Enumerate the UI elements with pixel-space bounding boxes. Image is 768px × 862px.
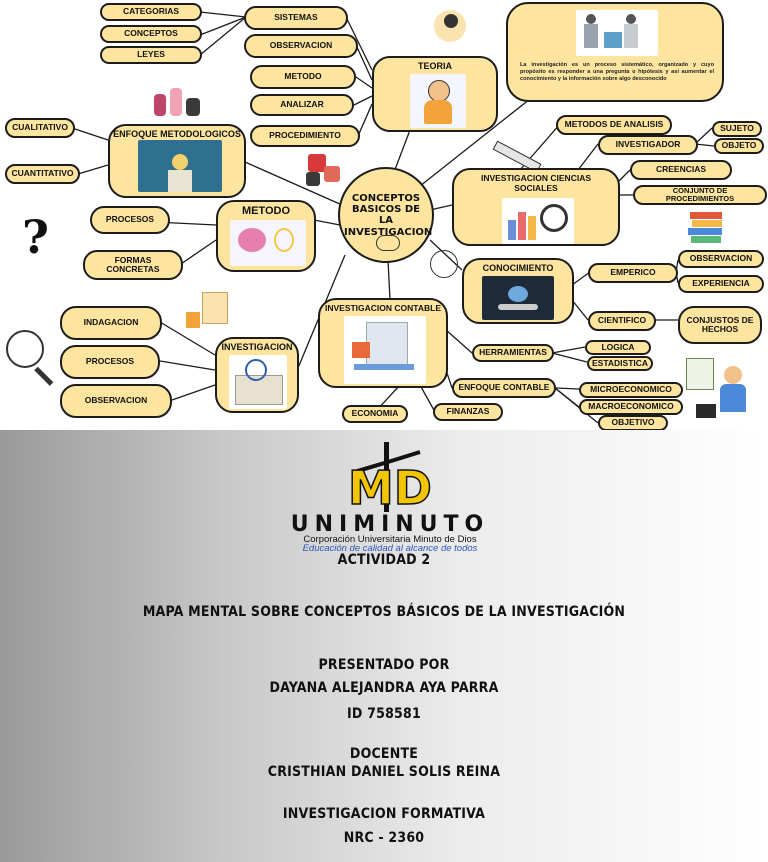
logica-node: LOGICA bbox=[585, 340, 651, 355]
procesos-metodo-node: PROCESOS bbox=[90, 206, 170, 234]
conocimiento-title: CONOCIMIENTO bbox=[482, 263, 554, 273]
magnifier-icon bbox=[6, 330, 44, 368]
metodo-title: METODO bbox=[241, 205, 291, 217]
uniminuto-logo: MD bbox=[347, 442, 433, 516]
cientifico-node: CIENTIFICO bbox=[588, 311, 656, 331]
spreadsheet-person-image bbox=[684, 356, 760, 426]
objetivo-node: OBJETIVO bbox=[598, 415, 668, 430]
center-node: CONCEPTOS BASICOS DE LA INVESTIGACION bbox=[338, 167, 434, 263]
observacion-investigacion-node: OBSERVACION bbox=[60, 384, 172, 418]
ics-node: INVESTIGACION CIENCIAS SOCIALES bbox=[452, 168, 620, 246]
definition-illustration bbox=[576, 10, 658, 56]
sujeto-node: SUJETO bbox=[712, 121, 762, 137]
lightbulb-icon bbox=[430, 250, 458, 278]
leyes-node: LEYES bbox=[100, 46, 202, 64]
logo-letters: MD bbox=[348, 461, 432, 515]
observacion-conocimiento-node: OBSERVACION bbox=[678, 250, 764, 268]
investigacion-illustration bbox=[229, 355, 287, 409]
finanzas-node: FINANZAS bbox=[433, 403, 503, 421]
conocimiento-node: CONOCIMIENTO bbox=[462, 258, 574, 324]
student-id: ID 758581 bbox=[347, 706, 421, 722]
corp-name: Corporación Universitaria Minuto de Dios bbox=[303, 534, 477, 545]
brain-icon bbox=[376, 235, 400, 251]
emperico-node: EMPERICO bbox=[588, 263, 678, 283]
mapa-title: MAPA MENTAL SOBRE CONCEPTOS BÁSICOS DE L… bbox=[142, 604, 626, 620]
metodo-illustration bbox=[230, 220, 306, 266]
ics-illustration bbox=[502, 198, 574, 244]
procedimiento-node: PROCEDIMIENTO bbox=[250, 125, 360, 147]
investigacion-node: INVESTIGACION bbox=[215, 337, 299, 413]
contable-node: INVESTIGACION CONTABLE bbox=[318, 298, 448, 388]
conceptos-node: CONCEPTOS bbox=[100, 25, 202, 43]
definition-text: La investigación es un proceso sistemáti… bbox=[520, 62, 714, 82]
mind-map: CATEGORIAS CONCEPTOS LEYES SISTEMAS OBSE… bbox=[0, 0, 768, 430]
cover-footer: MD UNIMINUTO Corporación Universitaria M… bbox=[0, 430, 768, 862]
student-name: DAYANA ALEJANDRA AYA PARRA bbox=[269, 680, 499, 696]
ics-title: INVESTIGACION CIENCIAS SOCIALES bbox=[480, 173, 592, 193]
teoria-title: TEORIA bbox=[417, 61, 452, 71]
microeconomico-node: MICROECONOMICO bbox=[579, 382, 683, 398]
enfoque-title: ENFOQUE METODOLOGICOS bbox=[113, 129, 241, 139]
slogan: Educación de calidad al alcance de todos bbox=[302, 543, 478, 554]
metodos-analisis-node: METODOS DE ANALISIS bbox=[556, 115, 672, 135]
contable-illustration bbox=[344, 316, 426, 384]
teoria-node: TEORIA bbox=[372, 56, 498, 132]
question-mark-icon: ? bbox=[22, 210, 49, 264]
docente-name: CRISTHIAN DANIEL SOLIS REINA bbox=[267, 764, 501, 780]
analizar-node: ANALIZAR bbox=[250, 94, 354, 116]
observacion-teoria-node: OBSERVACION bbox=[244, 34, 358, 58]
course-name: INVESTIGACION FORMATIVA bbox=[282, 806, 486, 822]
economia-node: ECONOMIA bbox=[342, 405, 408, 423]
team-illustration-image bbox=[150, 80, 208, 120]
conjunto-procedimientos-node: CONJUNTO DE PROCEDIMIENTOS bbox=[633, 185, 767, 205]
investigacion-title: INVESTIGACION bbox=[221, 342, 293, 352]
objeto-node: OBJETO bbox=[714, 138, 764, 154]
categorias-node: CATEGORIAS bbox=[100, 3, 202, 21]
macroeconomico-node: MACROECONOMICO bbox=[579, 399, 683, 415]
enfoque-contable-node: ENFOQUE CONTABLE bbox=[452, 378, 556, 398]
nrc-code: NRC - 2360 bbox=[343, 830, 425, 846]
estadistica-node: ESTADISTICA bbox=[587, 356, 653, 371]
metodo-teoria-node: METODO bbox=[250, 65, 356, 89]
puzzle-head-image bbox=[302, 150, 348, 190]
investigador-node: INVESTIGADOR bbox=[598, 135, 698, 155]
creencias-node: CREENCIAS bbox=[630, 160, 732, 180]
charts-person-image bbox=[184, 286, 234, 332]
formas-concretas-node: FORMAS CONCRETAS bbox=[83, 250, 183, 280]
definition-node: La investigación es un proceso sistemáti… bbox=[506, 2, 724, 102]
docente-label: DOCENTE bbox=[349, 746, 419, 762]
presentado-label: PRESENTADO POR bbox=[318, 657, 450, 673]
uniminuto-wordmark: UNIMINUTO bbox=[290, 512, 490, 537]
actividad-label: ACTIVIDAD 2 bbox=[337, 552, 431, 568]
enfoque-illustration bbox=[138, 140, 222, 192]
herramientas-node: HERRAMIENTAS bbox=[472, 344, 554, 362]
conocimiento-illustration bbox=[482, 276, 554, 320]
center-title: CONCEPTOS BASICOS DE LA INVESTIGACION bbox=[344, 193, 433, 238]
metodo-node: METODO bbox=[216, 200, 316, 272]
books-image bbox=[688, 208, 724, 244]
cualitativo-node: CUALITATIVO bbox=[5, 118, 75, 138]
teoria-illustration bbox=[410, 74, 466, 128]
sistemas-node: SISTEMAS bbox=[244, 6, 348, 30]
procesos-investigacion-node: PROCESOS bbox=[60, 345, 160, 379]
experiencia-node: EXPERIENCIA bbox=[678, 275, 764, 293]
cuantitativo-node: CUANTITATIVO bbox=[5, 164, 80, 184]
thinking-person-image bbox=[430, 6, 474, 46]
contable-title: INVESTIGACION CONTABLE bbox=[324, 303, 441, 313]
enfoque-node: ENFOQUE METODOLOGICOS bbox=[108, 124, 246, 198]
indagacion-node: INDAGACION bbox=[60, 306, 162, 340]
hechos-node: CONJUSTOS DE HECHOS bbox=[678, 306, 762, 344]
